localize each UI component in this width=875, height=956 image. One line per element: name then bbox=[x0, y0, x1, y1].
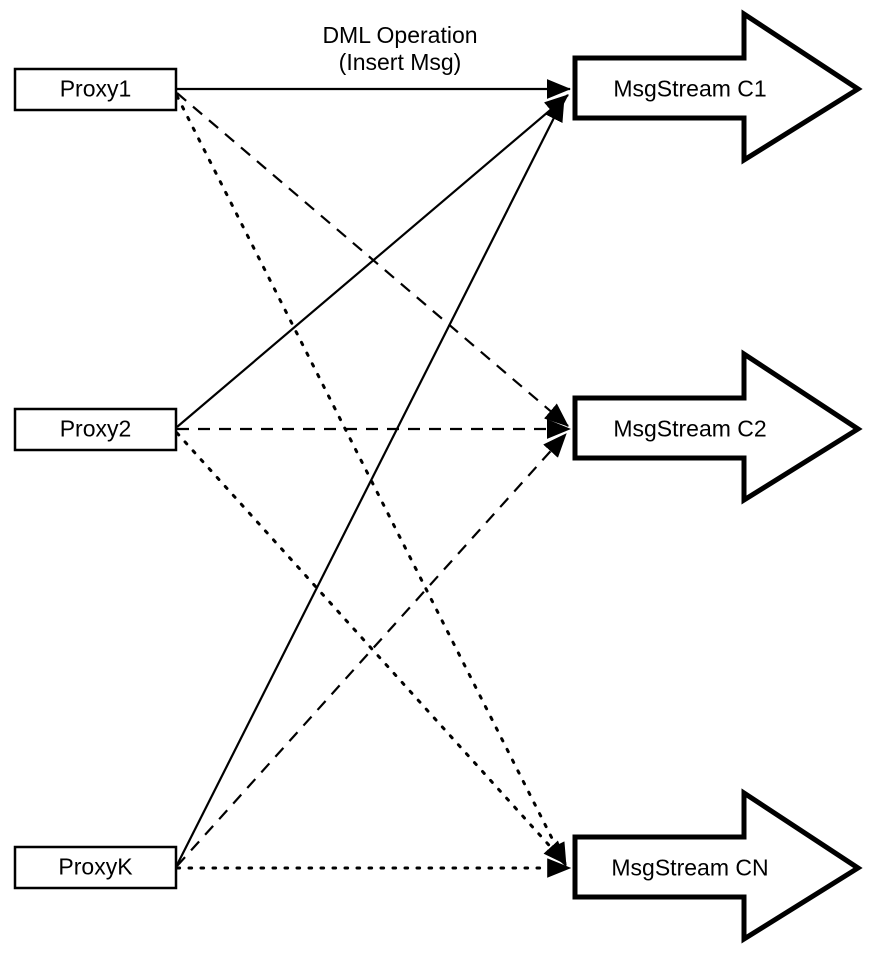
msgstream-node-c2[interactable]: MsgStream C2 bbox=[572, 349, 863, 505]
connection-layer bbox=[175, 79, 572, 878]
proxy2-label: Proxy2 bbox=[60, 416, 132, 442]
edge-label-dml-operation: DML Operation (Insert Msg) bbox=[322, 22, 477, 75]
proxy-node-proxyk[interactable]: ProxyK bbox=[13, 845, 178, 890]
msgstream-c2-arrow-shape[interactable] bbox=[572, 349, 863, 505]
proxy2-box[interactable] bbox=[13, 407, 178, 452]
msgstream-c1-label: MsgStream C1 bbox=[613, 76, 766, 102]
connection-proxyk-to-msgstream-c1 bbox=[176, 97, 565, 866]
msgstream-node-c1[interactable]: MsgStream C1 bbox=[572, 9, 863, 165]
proxyk-box[interactable] bbox=[13, 845, 178, 890]
proxy1-box[interactable] bbox=[13, 67, 178, 112]
msgstream-c1-arrow-shape[interactable] bbox=[572, 9, 863, 165]
msgstream-c2-label: MsgStream C2 bbox=[613, 416, 766, 442]
proxy-node-proxy2[interactable]: Proxy2 bbox=[13, 407, 178, 452]
connection-proxyk-to-msgstream-c2 bbox=[176, 433, 567, 867]
msgstream-cn-label: MsgStream CN bbox=[611, 855, 768, 881]
msgstream-node-cn[interactable]: MsgStream CN bbox=[572, 788, 863, 944]
connection-proxy2-to-msgstream-cn bbox=[175, 431, 568, 866]
edge-label-line2: (Insert Msg) bbox=[339, 49, 462, 75]
connection-proxy1-to-msgstream-c2 bbox=[176, 92, 569, 427]
proxyk-label: ProxyK bbox=[58, 854, 133, 880]
edge-label-line1: DML Operation bbox=[322, 22, 477, 48]
connection-proxy2-to-msgstream-c1 bbox=[176, 94, 569, 428]
msgstream-cn-arrow-shape[interactable] bbox=[572, 788, 863, 944]
proxy1-label: Proxy1 bbox=[60, 76, 132, 102]
proxy-node-proxy1[interactable]: Proxy1 bbox=[13, 67, 178, 112]
